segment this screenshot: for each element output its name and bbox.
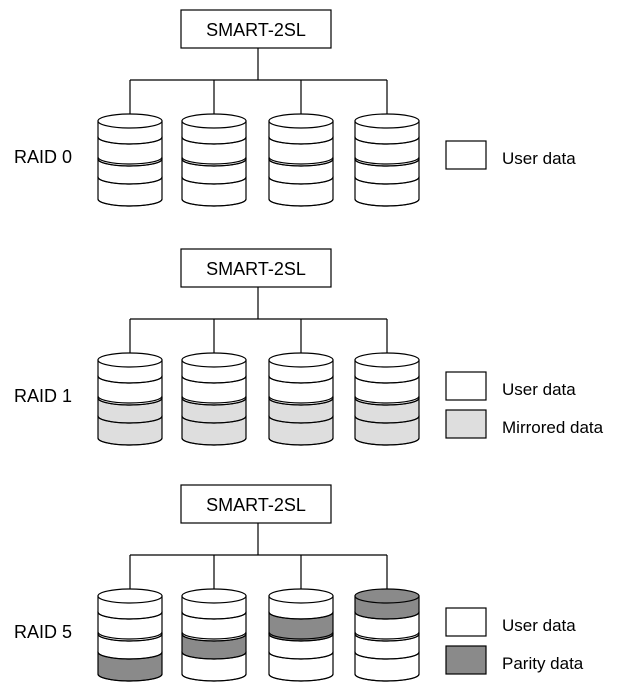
controller-box: SMART-2SL — [180, 484, 332, 524]
legend-label: Mirrored data — [502, 418, 604, 437]
legend-label: User data — [502, 380, 576, 399]
legend-item-mirrored: Mirrored data — [445, 409, 604, 439]
controller-label: SMART-2SL — [206, 495, 306, 515]
disk-drive — [268, 352, 334, 446]
disk-top — [181, 113, 247, 129]
raid-section: SMART-2SL RAID 0 User data — [14, 9, 576, 207]
raid-level-label: RAID 1 — [14, 386, 72, 406]
legend-label: User data — [502, 616, 576, 635]
disk-segment-user — [97, 375, 163, 406]
disk-drive — [268, 113, 334, 207]
disk-segment-user — [268, 136, 334, 167]
disk-drive — [181, 113, 247, 207]
disk-segment-user — [354, 136, 420, 167]
disk-segment-user — [181, 176, 247, 207]
controller-label: SMART-2SL — [206, 20, 306, 40]
disk-segment-user — [354, 375, 420, 406]
controller-label: SMART-2SL — [206, 259, 306, 279]
disk-segment-mirrored — [97, 415, 163, 446]
disk-top — [268, 113, 334, 129]
legend-swatch — [445, 607, 487, 637]
disk-drive — [97, 113, 163, 207]
disk-segment-user — [354, 651, 420, 682]
disk-drive — [181, 588, 247, 682]
controller-box: SMART-2SL — [180, 9, 332, 49]
disk-top — [181, 588, 247, 604]
disk-drive — [181, 352, 247, 446]
legend-label: User data — [502, 149, 576, 168]
disk-top — [354, 352, 420, 368]
disk-top — [97, 113, 163, 129]
disk-segment-user — [268, 176, 334, 207]
disk-top — [268, 352, 334, 368]
disk-segment-user — [354, 176, 420, 207]
disk-segment-user — [181, 611, 247, 642]
disk-segment-user — [97, 176, 163, 207]
disk-segment-user — [181, 136, 247, 167]
disk-segment-user — [97, 611, 163, 642]
disk-drive — [354, 113, 420, 207]
disk-segment-parity — [97, 651, 163, 682]
raid-level-label: RAID 0 — [14, 147, 72, 167]
disk-segment-user — [181, 651, 247, 682]
disk-drive — [268, 588, 334, 682]
legend-item-user: User data — [445, 607, 576, 637]
legend-item-user: User data — [445, 140, 576, 170]
disk-segment-parity — [268, 611, 334, 642]
disk-segment-mirrored — [268, 415, 334, 446]
disk-drive — [354, 588, 420, 682]
disk-top — [97, 588, 163, 604]
disk-segment-user — [268, 651, 334, 682]
disk-top — [268, 588, 334, 604]
legend-swatch — [445, 371, 487, 401]
disk-segment-user — [354, 611, 420, 642]
disk-segment-user — [97, 136, 163, 167]
controller-bus — [129, 48, 388, 114]
controller-bus — [129, 287, 388, 353]
disk-top — [97, 352, 163, 368]
legend-item-parity: Parity data — [445, 645, 584, 675]
legend-swatch — [445, 140, 487, 170]
disk-top — [354, 113, 420, 129]
disk-segment-mirrored — [181, 415, 247, 446]
legend-swatch — [445, 409, 487, 439]
controller-box: SMART-2SL — [180, 248, 332, 288]
disk-drive — [354, 352, 420, 446]
disk-drive — [97, 588, 163, 682]
disk-top — [181, 352, 247, 368]
legend-label: Parity data — [502, 654, 584, 673]
disk-segment-user — [268, 375, 334, 406]
disk-segment-mirrored — [354, 415, 420, 446]
legend-swatch — [445, 645, 487, 675]
disk-top — [354, 588, 420, 604]
legend-item-user: User data — [445, 371, 576, 401]
disk-segment-user — [181, 375, 247, 406]
raid-level-label: RAID 5 — [14, 622, 72, 642]
disk-drive — [97, 352, 163, 446]
controller-bus — [129, 523, 388, 589]
